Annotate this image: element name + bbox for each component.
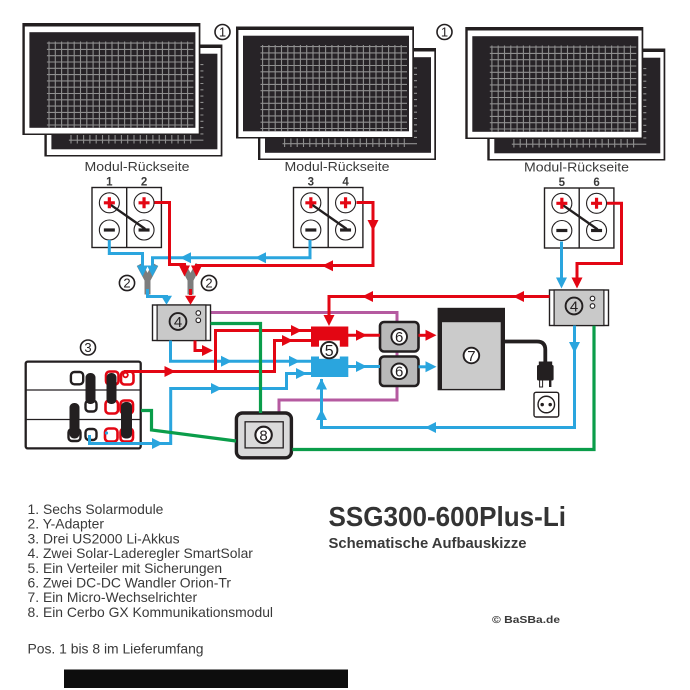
svg-text:3: 3 xyxy=(84,340,91,355)
svg-text:2. Y-Adapter: 2. Y-Adapter xyxy=(28,516,105,532)
svg-text:Schematische Aufbauskizze: Schematische Aufbauskizze xyxy=(329,536,527,552)
svg-text:2: 2 xyxy=(141,177,147,189)
svg-text:1: 1 xyxy=(106,177,113,189)
svg-text:1: 1 xyxy=(441,25,448,40)
svg-text:5: 5 xyxy=(325,343,334,360)
svg-text:8. Ein Cerbo GX Kommunikations: 8. Ein Cerbo GX Kommunikationsmodul xyxy=(28,604,274,620)
svg-text:6: 6 xyxy=(593,177,599,189)
svg-text:8: 8 xyxy=(259,427,267,444)
svg-text:7. Ein Micro-Wechselrichter: 7. Ein Micro-Wechselrichter xyxy=(28,589,198,605)
svg-text:6. Zwei DC-DC Wandler Orion-Tr: 6. Zwei DC-DC Wandler Orion-Tr xyxy=(28,575,232,591)
svg-text:3. Drei US2000 Li-Akkus: 3. Drei US2000 Li-Akkus xyxy=(28,530,180,546)
svg-text:2: 2 xyxy=(205,276,212,291)
svg-text:5: 5 xyxy=(559,177,566,189)
svg-text:3: 3 xyxy=(308,177,314,189)
svg-text:Modul-Rückseite: Modul-Rückseite xyxy=(85,160,190,174)
svg-text:Modul-Rückseite: Modul-Rückseite xyxy=(285,160,390,174)
svg-text:SSG300-600Plus-Li: SSG300-600Plus-Li xyxy=(329,501,567,532)
svg-text:2: 2 xyxy=(123,276,130,291)
svg-text:4: 4 xyxy=(570,298,578,315)
svg-text:6: 6 xyxy=(395,364,403,381)
svg-text:6: 6 xyxy=(395,329,403,346)
svg-text:7: 7 xyxy=(467,348,475,365)
svg-text:© BaSBa.de: © BaSBa.de xyxy=(492,614,560,626)
svg-text:4: 4 xyxy=(174,314,182,331)
svg-text:5. Ein Verteiler mit Sicherung: 5. Ein Verteiler mit Sicherungen xyxy=(28,560,223,576)
svg-text:4: 4 xyxy=(342,177,349,189)
svg-text:4. Zwei Solar-Laderegler Smart: 4. Zwei Solar-Laderegler SmartSolar xyxy=(28,545,254,561)
svg-text:1. Sechs Solarmodule: 1. Sechs Solarmodule xyxy=(28,501,164,517)
svg-text:Pos. 1 bis 8 im Lieferumfang: Pos. 1 bis 8 im Lieferumfang xyxy=(28,641,204,657)
svg-text:1: 1 xyxy=(219,25,226,40)
svg-text:Modul-Rückseite: Modul-Rückseite xyxy=(524,161,629,175)
